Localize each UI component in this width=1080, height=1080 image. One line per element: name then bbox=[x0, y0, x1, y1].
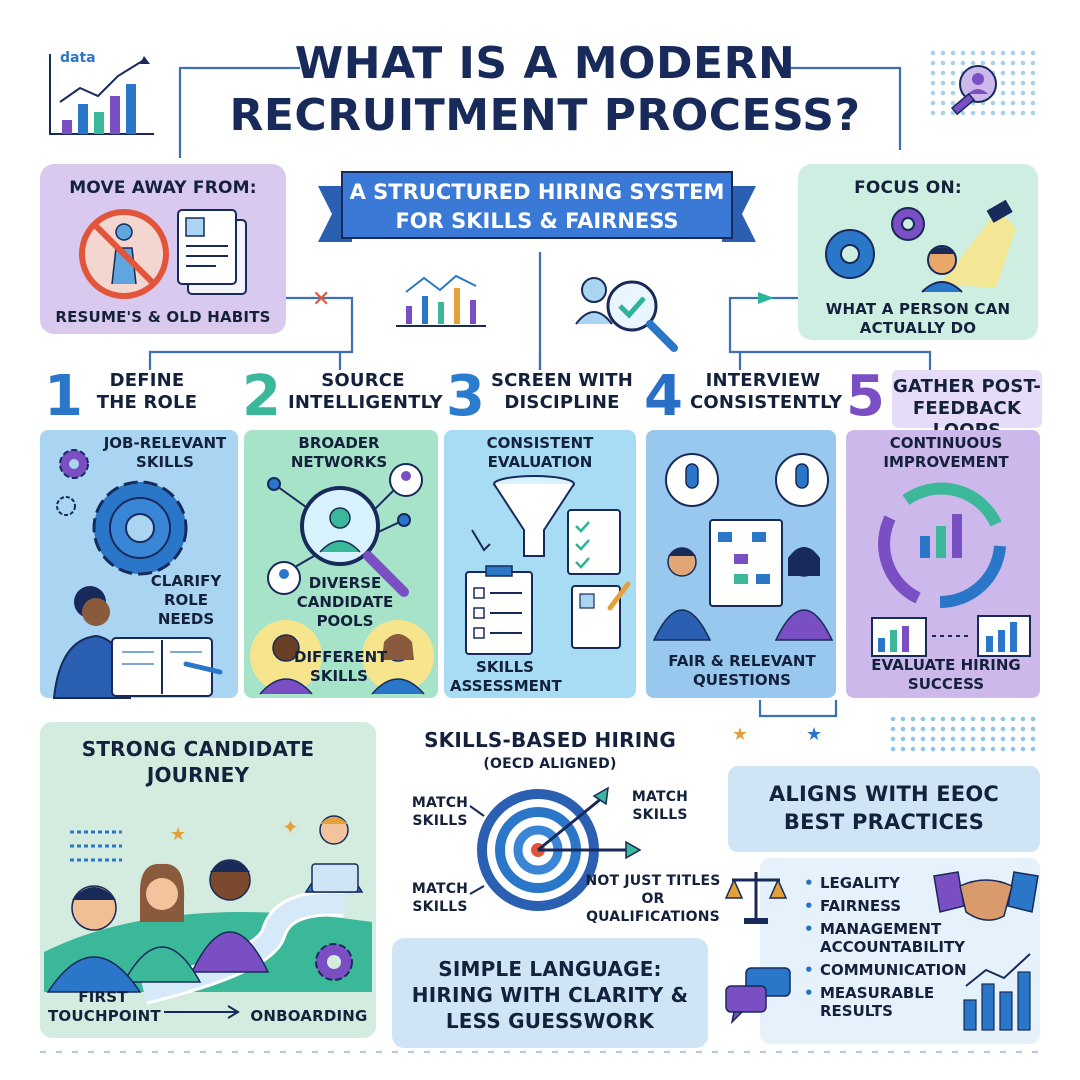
eeoc-item: LEGALITY bbox=[800, 874, 970, 892]
candidate-journey-box: STRONG CANDIDATE JOURNEY ★ ✦ bbox=[40, 722, 376, 1038]
no-resume-icon bbox=[76, 204, 256, 304]
corner-chart-illustration: data bbox=[46, 50, 156, 140]
focus-on-box: FOCUS ON: WHAT A PERSON CAN ACTUALLY DO bbox=[798, 164, 1038, 340]
skills-based-title: SKILLS-BASED HIRING bbox=[424, 728, 676, 752]
simple-language-text: SIMPLE LANGUAGE: HIRING WITH CLARITY & L… bbox=[411, 957, 689, 1033]
mini-chart-icon bbox=[396, 270, 486, 330]
step-1-title: DEFINE THE ROLE bbox=[96, 370, 198, 413]
step-1-panel: JOB-RELEVANT SKILLS CLARIFY ROLE NEEDS bbox=[40, 430, 238, 699]
focus-on-caption: WHAT A PERSON CAN ACTUALLY DO bbox=[825, 300, 1011, 337]
eeoc-title-box: ALIGNS WITH EEOC BEST PRACTICES bbox=[728, 766, 1040, 852]
eeoc-item: MANAGEMENT ACCOUNTABILITY bbox=[800, 920, 970, 956]
gear-icon bbox=[54, 449, 194, 580]
svg-text:✕: ✕ bbox=[312, 287, 330, 312]
step-2-item-1: BROADER NETWORKS bbox=[290, 434, 388, 471]
corner-chart-label: data bbox=[60, 50, 96, 66]
funnel-checklist-icon bbox=[452, 474, 632, 674]
skills-based-subtitle: (OECD ALIGNED) bbox=[483, 756, 617, 772]
step-5-number: 5 bbox=[846, 364, 885, 429]
target-label-left-top: MATCH SKILLS bbox=[411, 795, 469, 829]
eeoc-item: COMMUNICATION bbox=[800, 961, 970, 979]
step-4-number: 4 bbox=[644, 364, 683, 429]
spotlight-person-icon bbox=[820, 188, 1020, 298]
target-label-left-bottom: MATCH SKILLS bbox=[411, 881, 469, 915]
target-label-right-bottom: NOT JUST TITLES OR QUALIFICATIONS bbox=[585, 873, 721, 925]
simple-language-box: SIMPLE LANGUAGE: HIRING WITH CLARITY & L… bbox=[392, 938, 708, 1048]
star-icon: ★ bbox=[806, 724, 823, 745]
growth-chart-icon bbox=[960, 950, 1038, 1034]
arrow-right-icon bbox=[164, 1004, 244, 1019]
magnifier-check-icon bbox=[574, 270, 686, 354]
eeoc-item: MEASURABLE RESULTS bbox=[800, 984, 970, 1020]
step-5-item-1: CONTINUOUS IMPROVEMENT bbox=[883, 434, 1009, 471]
eeoc-item: FAIRNESS bbox=[800, 897, 970, 915]
person-key-icon bbox=[938, 62, 1008, 124]
move-away-heading: MOVE AWAY FROM: bbox=[69, 178, 257, 198]
svg-text:★: ★ bbox=[170, 824, 186, 845]
step-4-panel: FAIR & RELEVANT QUESTIONS bbox=[646, 430, 836, 698]
feedback-cycle-icon bbox=[860, 470, 1031, 660]
step-3-item-1: CONSISTENT EVALUATION bbox=[486, 434, 594, 471]
scales-icon bbox=[724, 866, 788, 926]
page-title: WHAT IS A MODERN RECRUITMENT PROCESS? bbox=[229, 38, 861, 141]
step-3-number: 3 bbox=[446, 364, 485, 429]
step-5-panel: CONTINUOUS IMPROVEMENT EVALUATE HIRING S… bbox=[846, 430, 1040, 698]
banner-text: A STRUCTURED HIRING SYSTEM FOR SKILLS & … bbox=[349, 180, 725, 233]
dot-pattern bbox=[888, 714, 1040, 754]
writing-person-icon bbox=[50, 580, 230, 699]
step-2-item-3: DIFFERENT SKILLS bbox=[294, 648, 388, 685]
step-4-item-1: FAIR & RELEVANT QUESTIONS bbox=[668, 652, 816, 689]
target-label-right-top: MATCH SKILLS bbox=[631, 789, 689, 823]
svg-text:✦: ✦ bbox=[282, 815, 299, 839]
star-icon: ★ bbox=[732, 724, 749, 745]
move-away-box: MOVE AWAY FROM: RESUME'S & OLD HABITS bbox=[40, 164, 286, 334]
interview-icon bbox=[652, 444, 834, 644]
network-magnifier-icon bbox=[254, 460, 434, 610]
step-1-item-2: CLARIFY ROLE NEEDS bbox=[150, 572, 222, 628]
diverse-people-icon bbox=[248, 616, 434, 696]
chat-bubbles-icon bbox=[724, 966, 792, 1025]
step-5-title: GATHER POST-FEEDBACK LOOPS bbox=[892, 370, 1042, 441]
step-5-item-2: EVALUATE HIRING SUCCESS bbox=[871, 656, 1021, 693]
step-4-title: INTERVIEW CONSISTENTLY bbox=[690, 370, 843, 413]
move-away-caption: RESUME'S & OLD HABITS bbox=[55, 308, 271, 326]
journey-title: STRONG CANDIDATE JOURNEY bbox=[81, 737, 315, 787]
focus-on-heading: FOCUS ON: bbox=[854, 178, 962, 198]
journey-illustration: ★ ✦ bbox=[44, 782, 372, 1005]
step-3-title: SCREEN WITH DISCIPLINE bbox=[490, 370, 634, 413]
eeoc-title: ALIGNS WITH EEOC BEST PRACTICES bbox=[768, 782, 1000, 834]
handshake-icon bbox=[933, 866, 1039, 936]
step-2-number: 2 bbox=[242, 364, 281, 429]
eeoc-list: LEGALITY FAIRNESS MANAGEMENT ACCOUNTABIL… bbox=[800, 874, 970, 1025]
step-1-item-1: JOB-RELEVANT SKILLS bbox=[103, 434, 227, 471]
journey-end-label: ONBOARDING bbox=[250, 1007, 368, 1025]
step-2-title: SOURCE INTELLIGENTLY bbox=[288, 370, 443, 413]
target-icon bbox=[469, 776, 650, 926]
step-2-item-2: DIVERSE CANDIDATE POOLS bbox=[296, 574, 394, 630]
journey-start-label: FIRST TOUCHPOINT bbox=[48, 988, 161, 1025]
step-3-item-2: SKILLS ASSESSMENT bbox=[450, 658, 562, 695]
step-3-panel: CONSISTENT EVALUATION SKILLS ASSESSMENT bbox=[444, 430, 636, 698]
step-1-number: 1 bbox=[44, 364, 83, 429]
step-2-panel: BROADER NETWORKS DIVERSE CANDIDATE POOLS bbox=[244, 430, 438, 698]
banner-ribbon bbox=[318, 171, 756, 242]
